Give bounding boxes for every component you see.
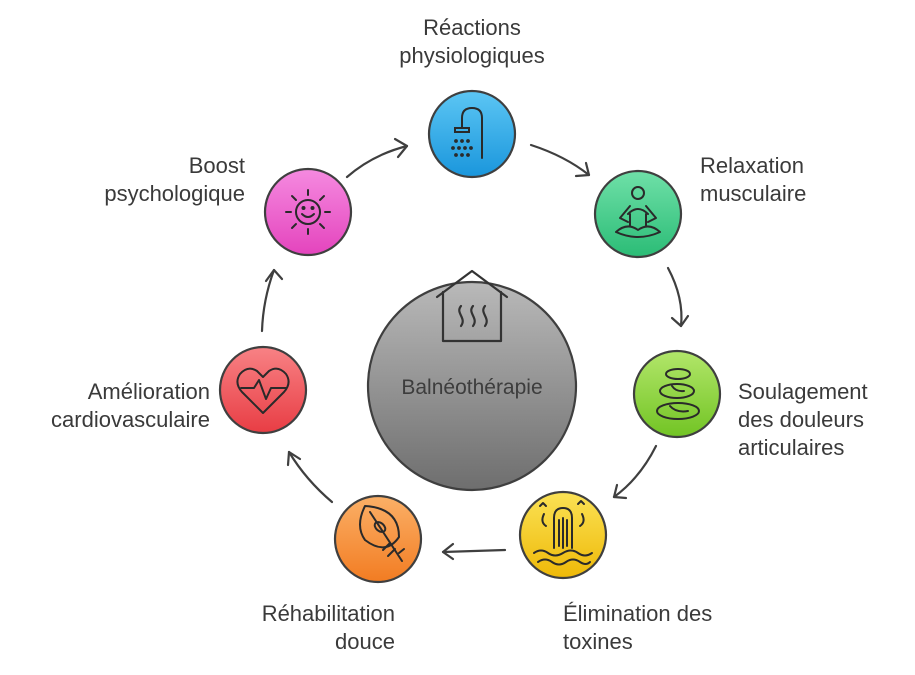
arrow-rehabilitation-to-amelioration — [286, 450, 334, 504]
label-soulagement: Soulagement des douleurs articulaires — [738, 378, 868, 462]
center-label: Balnéothérapie — [401, 376, 543, 399]
label-line: Boost — [188, 153, 245, 178]
label-line: douce — [335, 629, 395, 654]
arrow-amelioration-to-boost — [260, 268, 284, 333]
house-steam-icon — [435, 269, 509, 343]
arrow-boost-to-reactions — [345, 137, 409, 179]
label-line: musculaire — [700, 181, 807, 206]
shower-icon — [451, 106, 483, 159]
label-line: Réhabilitation — [261, 601, 395, 626]
label-line: Élimination des — [563, 601, 713, 626]
node-rehabilitation — [333, 494, 423, 584]
meditation-icon — [615, 186, 661, 238]
node-elimination — [518, 490, 608, 580]
label-line: Amélioration — [87, 379, 210, 404]
smiling-sun-icon — [285, 189, 331, 235]
label-rehabilitation: Réhabilitation douce — [195, 600, 395, 656]
label-reactions: Réactions physiologiques — [372, 14, 572, 70]
label-line: toxines — [563, 629, 633, 654]
arrow-reactions-to-relaxation — [529, 143, 591, 178]
label-elimination: Élimination des toxines — [563, 600, 712, 656]
feather-icon — [359, 505, 405, 562]
node-reactions — [427, 89, 517, 179]
label-line: physiologiques — [399, 43, 545, 68]
label-line: Soulagement — [738, 379, 868, 404]
center-hub — [366, 269, 578, 492]
label-line: psychologique — [104, 181, 245, 206]
label-line: cardiovasculaire — [51, 407, 210, 432]
heartbeat-icon — [236, 367, 290, 414]
label-boost: Boost psychologique — [40, 152, 245, 208]
node-amelioration — [218, 345, 308, 435]
node-relaxation — [593, 169, 683, 259]
arrow-soulagement-to-elimination — [612, 444, 658, 500]
stones-icon — [656, 368, 700, 420]
label-relaxation: Relaxation musculaire — [700, 152, 806, 208]
node-boost — [263, 167, 353, 257]
label-amelioration: Amélioration cardiovasculaire — [8, 378, 210, 434]
label-line: Relaxation — [700, 153, 804, 178]
label-line: Réactions — [423, 15, 521, 40]
arrow-elimination-to-rehabilitation — [441, 542, 507, 561]
node-soulagement — [632, 349, 722, 439]
arrow-relaxation-to-soulagement — [666, 266, 690, 328]
waterfall-icon — [533, 500, 593, 566]
label-line: articulaires — [738, 435, 845, 460]
label-line: des douleurs — [738, 407, 864, 432]
